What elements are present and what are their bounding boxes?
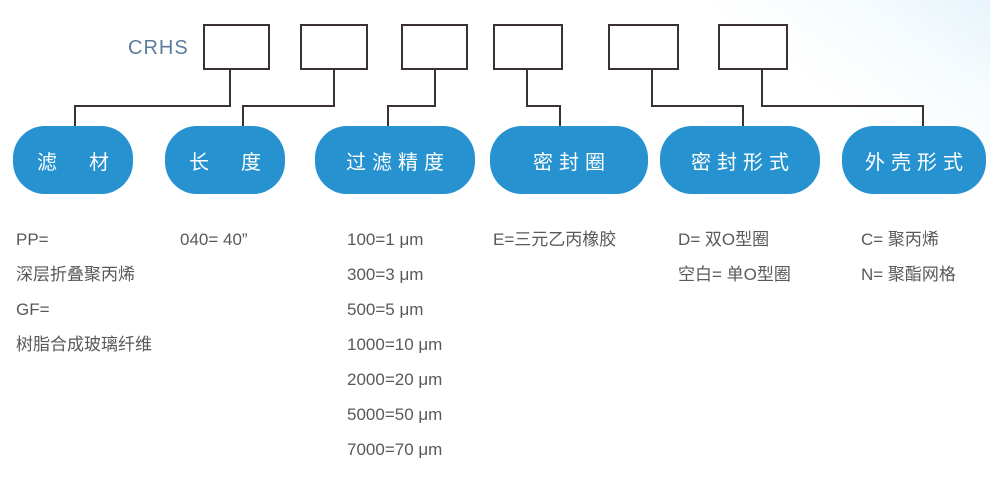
category-pill-seal-ring: 密封圈 <box>490 126 648 194</box>
code-box-4 <box>493 24 563 70</box>
option-row: C= 聚丙烯 <box>861 230 939 249</box>
code-prefix-label: CRHS <box>128 37 189 59</box>
category-pill-shell-type: 外壳形式 <box>842 126 986 194</box>
code-box-2 <box>300 24 368 70</box>
options-shell-type: C= 聚丙烯 N= 聚酯网格 <box>861 222 956 292</box>
option-row: 7000=70 μm <box>347 440 443 459</box>
option-row: E=三元乙丙橡胶 <box>493 230 617 249</box>
option-row: GF= <box>16 300 50 319</box>
category-pill-filtration-rating: 过滤精度 <box>315 126 475 194</box>
category-pill-seal-type: 密封形式 <box>660 126 820 194</box>
option-row: 500=5 μm <box>347 300 424 319</box>
option-row: 100=1 μm <box>347 230 424 249</box>
option-row: 空白= 单O型圈 <box>678 265 791 284</box>
option-row: D= 双O型圈 <box>678 230 770 249</box>
option-row: N= 聚酯网格 <box>861 265 956 284</box>
code-box-6 <box>718 24 788 70</box>
option-row: 深层折叠聚丙烯 <box>16 265 135 284</box>
option-row: PP= <box>16 230 49 249</box>
options-length: 040= 40” <box>180 222 248 257</box>
category-pill-length: 长 度 <box>165 126 285 194</box>
option-row: 树脂合成玻璃纤维 <box>16 335 152 354</box>
options-filter-media: PP= 深层折叠聚丙烯 GF= 树脂合成玻璃纤维 <box>16 222 152 362</box>
category-pill-filter-media: 滤 材 <box>13 126 133 194</box>
option-row: 2000=20 μm <box>347 370 443 389</box>
option-row: 5000=50 μm <box>347 405 443 424</box>
options-seal-type: D= 双O型圈 空白= 单O型圈 <box>678 222 791 292</box>
code-box-5 <box>608 24 679 70</box>
option-row: 1000=10 μm <box>347 335 443 354</box>
code-box-1 <box>203 24 270 70</box>
option-row: 040= 40” <box>180 230 248 249</box>
code-box-3 <box>401 24 468 70</box>
options-filtration-rating: 100=1 μm 300=3 μm 500=5 μm 1000=10 μm 20… <box>347 222 442 467</box>
option-row: 300=3 μm <box>347 265 424 284</box>
options-seal-ring: E=三元乙丙橡胶 <box>493 222 616 257</box>
